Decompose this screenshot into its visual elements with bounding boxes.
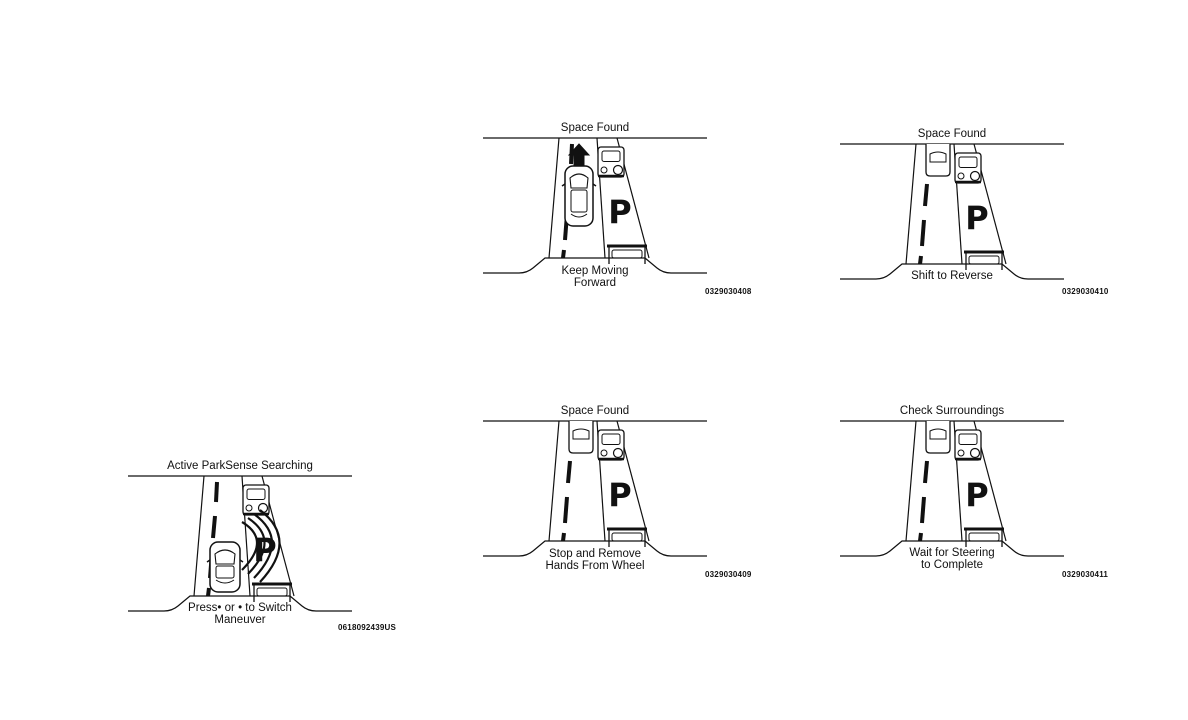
panel-caption-line2: Hands From Wheel [483,561,707,573]
diagram-panel-keep-moving: Space Found P Keep Moving Forward [483,120,707,295]
panel-caption-line1: Press• or • to Switch [128,603,352,615]
panel-caption-line2: to Complete [840,560,1064,572]
figure-code: 0329030409 [705,570,752,579]
parked-car-icon [243,485,269,515]
oncoming-car-icon [926,421,950,453]
panel-caption-line1: Keep Moving [483,266,707,278]
figure-code: 0618092439US [338,623,396,632]
diagram-panel-stop-remove-hands: Space Found P Stop and Remove Hands From… [483,403,707,578]
panel-caption-line2: Maneuver [128,615,352,627]
panel-caption-line1: Wait for Steering [840,548,1064,560]
vehicle-icon [207,542,243,592]
parking-space-letter: P [965,476,988,514]
road-edge-left [906,421,916,541]
diagram-panel-searching: Active ParkSense Searching P Press• or •… [128,458,352,633]
parked-car-icon [598,430,624,460]
parked-car-icon [955,430,981,460]
oncoming-car-icon [569,421,593,453]
parking-space-letter: P [608,476,631,514]
panel-caption-line1: Stop and Remove [483,549,707,561]
parking-space-letter: P [608,193,631,231]
vehicle-icon [562,166,596,226]
panel-caption-line1: Shift to Reverse [840,271,1064,283]
oncoming-car-icon [926,144,950,176]
road-edge-left [549,421,559,541]
diagram-panel-check-surroundings: Check Surroundings P Wait for Steering t… [840,403,1064,578]
figure-code: 0329030410 [1062,287,1109,296]
road-edge-left [549,138,559,258]
parked-car-icon [607,529,647,547]
parked-car-icon [964,529,1004,547]
parked-car-icon [607,246,647,264]
parking-space-letter: P [965,199,988,237]
parked-car-icon [598,147,624,177]
parked-car-icon [964,252,1004,270]
parked-car-icon [252,584,292,602]
road-edge-left [194,476,204,596]
road-edge-left [906,144,916,264]
figure-code: 0329030408 [705,287,752,296]
figure-code: 0329030411 [1062,570,1108,579]
panel-caption-line2: Forward [483,278,707,290]
diagram-panel-shift-reverse: Space Found P Shift to Reverse [840,126,1064,301]
parked-car-icon [955,153,981,183]
